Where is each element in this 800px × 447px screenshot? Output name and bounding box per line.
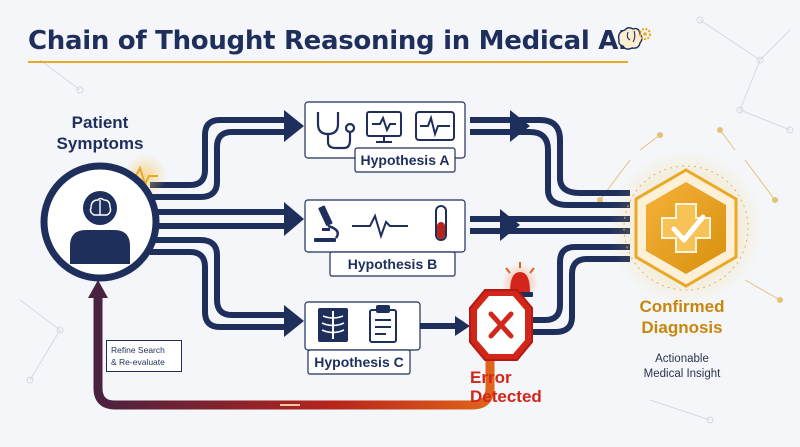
hypothesis-a-label: Hypothesis A — [360, 152, 450, 168]
actionable-insight-label: Actionable Medical Insight — [612, 352, 752, 382]
heartbeat-line-icon — [352, 213, 408, 240]
patient-label-line1: Patient — [71, 113, 129, 132]
clipboard-icon — [369, 305, 397, 343]
hypothesis-a-panel — [304, 101, 466, 159]
brain-icon — [89, 197, 112, 216]
hypothesis-c-label: Hypothesis C — [314, 354, 404, 370]
xray-icon — [318, 308, 348, 342]
medical-cross-icon — [661, 203, 711, 253]
patient-label-line2: Symptoms — [56, 134, 144, 153]
actionable-line1: Actionable — [655, 353, 709, 365]
refine-line1: Refine Search — [111, 345, 165, 355]
patient-symptoms-label: Patient Symptoms — [40, 112, 160, 154]
confirmed-diagnosis-label: Confirmed Diagnosis — [612, 296, 752, 338]
hypothesis-c-panel — [304, 301, 421, 351]
flow-arrowheads — [284, 110, 530, 337]
microscope-icon — [314, 205, 339, 242]
feedback-arrowhead — [88, 280, 108, 298]
hypothesis-b-panel — [304, 199, 466, 253]
background-network — [19, 16, 794, 424]
page-title: Chain of Thought Reasoning in Medical AI — [28, 26, 628, 56]
confirmed-line1: Confirmed — [639, 297, 725, 316]
refine-search-label: Refine Search & Re-evaluate — [106, 340, 182, 372]
monitor-icon — [366, 111, 402, 143]
error-line2: Detected — [470, 387, 542, 406]
hypothesis-b-label: Hypothesis B — [347, 256, 438, 272]
patient-node — [40, 154, 167, 282]
x-icon — [488, 311, 514, 339]
confirmed-line2: Diagnosis — [641, 318, 723, 337]
checkmark-icon — [671, 214, 706, 243]
stethoscope-icon — [316, 112, 356, 150]
hypothesis-b-label-box — [329, 251, 456, 277]
hypothesis-a-label-box — [354, 147, 456, 173]
test-tube-icon — [435, 205, 447, 241]
flow-paths — [150, 117, 630, 335]
gold-network — [597, 127, 783, 303]
error-node — [469, 262, 538, 361]
title-underline — [28, 61, 628, 63]
ecg-screen-icon — [415, 111, 455, 141]
brain-gear-icon — [617, 27, 652, 50]
error-line1: Error — [470, 368, 512, 387]
actionable-line2: Medical Insight — [643, 368, 721, 380]
refine-line2: & Re-evaluate — [111, 357, 165, 367]
diagnosis-node — [608, 150, 764, 306]
hypothesis-c-label-box — [307, 349, 411, 375]
error-detected-label: Error Detected — [470, 368, 590, 406]
